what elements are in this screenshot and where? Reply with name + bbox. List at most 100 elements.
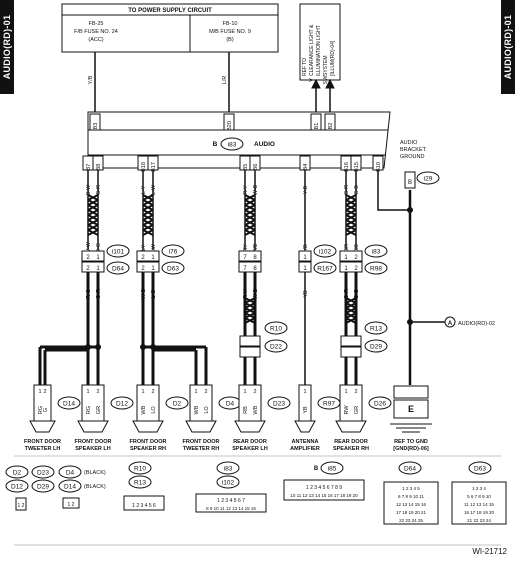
legend-oval-oval [58, 465, 82, 479]
front-lh-splice-b [95, 344, 101, 350]
device-d2-body [132, 420, 164, 433]
legend-oval-oval [320, 461, 344, 475]
channel-5-twist [345, 224, 357, 231]
fuse-fb10-line: M/B FUSE NO. 9 [209, 29, 251, 35]
device-d2-connector-label: D2 [173, 401, 182, 408]
gnd-ref-label: REF TO GND [394, 439, 428, 445]
channel-5-twist-lower [345, 312, 357, 319]
channel-1-wire-color-low: R-G [86, 289, 92, 299]
channel-3-twist [244, 219, 256, 226]
legend-oval-label: D14 [64, 484, 76, 491]
channel-5-twist [345, 214, 357, 221]
legend-oval-oval [31, 479, 55, 493]
channel-5-pin-B16: B16 [344, 162, 350, 172]
illumination-ref-line: REF TO [302, 58, 308, 76]
channel-3-conn-lower-pin: 7 [243, 266, 247, 272]
device-d26-connector-oval [368, 396, 392, 410]
legend-oval-oval [398, 461, 422, 475]
legend-oval-oval [128, 475, 152, 489]
channel-4-conn-upper-pin: 1 [303, 255, 307, 261]
legend-conn-g-pins: 1 2 3 4 [472, 486, 486, 491]
legend-conn-d-pins-bottom: 8 9 10 11 12 13 14 15 16 [206, 506, 256, 511]
audio-top-pin-B3: B3 [93, 123, 99, 130]
legend-conn-f-pins: 17 18 19 20 21 [396, 510, 427, 515]
channel-2-twist [142, 199, 154, 206]
channel-5-wire-color-low: G-B [354, 289, 360, 299]
channel-4-wire-color-low: YB [303, 290, 309, 298]
legend-b-prefix: B [314, 466, 319, 472]
channel-2-twist [142, 214, 154, 221]
device-d2-pin: 1 [141, 389, 144, 395]
rear-rh-connector-d29-label: D29 [370, 344, 382, 351]
fuse-fb25-line: F/B FUSE NO. 24 [74, 29, 118, 35]
device-r97-pin: 1 [303, 389, 306, 395]
channel-5-twist [345, 219, 357, 226]
channel-2-twist [142, 209, 154, 216]
channel-2-connector-a-oval [161, 244, 185, 258]
channel-1-twist [87, 204, 99, 211]
legend-oval-label: i83 [224, 466, 233, 473]
legend-conn-b [62, 497, 80, 509]
channel-5-wire-color-mid: GB [354, 244, 360, 252]
device-d12-body [77, 420, 109, 433]
top-wire-color: SW [323, 75, 329, 85]
channel-1-wire-color-top: B-W [86, 184, 92, 196]
legend-conn-g-pins: 16 17 18 19 20 [464, 510, 495, 515]
channel-5-twist-lower [345, 307, 357, 314]
device-d2-pin: 2 [151, 389, 154, 395]
channel-1-connector-b-label: D64 [112, 266, 124, 273]
legend-conn-g-pins: 5 6 7 8 9 10 [467, 494, 491, 499]
device-d23-connector-oval [267, 396, 291, 410]
device-r97-label: ANTENNA [292, 439, 319, 445]
channel-5-twist [345, 204, 357, 211]
legend-oval-label: D23 [37, 470, 49, 477]
audio-top-pin-box [310, 113, 322, 131]
channel-5-pin-B15: B15 [354, 162, 360, 172]
device-r97-label: AMPLIFIER [290, 446, 320, 452]
channel-4-connector-a-label: i102 [319, 249, 332, 256]
channel-2-twist [142, 194, 154, 201]
device-d23-connector-label: D23 [273, 401, 285, 408]
rear-rh-connector-r13-label: R13 [370, 326, 382, 333]
channel-2-twist [142, 224, 154, 231]
ground-symbol-letter: E [408, 404, 414, 414]
front-lh-splice-a [85, 344, 91, 350]
illumination-ref-line: CLEARANCE LIGHT & [309, 24, 315, 76]
device-d14-pin: 2 [43, 389, 46, 395]
channel-4-conn-lower-pin: 1 [303, 266, 307, 272]
legend-conn-b-pins: 1 2 [68, 502, 75, 508]
channel-1-twist [87, 209, 99, 216]
channel-1-connector-a-label: i101 [112, 249, 125, 256]
channel-4-connector-b-label: R167 [317, 266, 333, 273]
device-d12-label: SPEAKER LH [75, 446, 110, 452]
fuse-fb25-line: FB-25 [89, 21, 104, 27]
rear-rh-inline-upper [340, 335, 362, 347]
channel-5-conn-upper-pin: 1 [344, 255, 348, 261]
device-d26-connector-label: D26 [374, 401, 386, 408]
power-supply-box [61, 3, 279, 53]
channel-5-conn-lower-pin: 2 [354, 266, 358, 272]
audio-top-pin-box [223, 113, 235, 131]
channel-2-twist [142, 229, 154, 236]
device-d4-wire-color: LO [204, 406, 210, 414]
channel-5-wire-color-top: G-R [344, 185, 350, 195]
channel-3-conn-lower [238, 261, 262, 273]
device-d2-label: FRONT DOOR [130, 439, 167, 445]
channel-3-wire-color-low: R-Y [243, 289, 249, 299]
audio-ground-label: AUDIO [400, 140, 418, 146]
device-d4-connector-box [189, 384, 213, 422]
channel-2-wire-color-low: W-B [141, 288, 147, 299]
device-d4-label: FRONT DOOR [183, 439, 220, 445]
device-d2-wire-color: WB [141, 405, 147, 414]
channel-2-conn-lower-pin: 2 [141, 266, 145, 272]
ground-connector-i29-oval [416, 171, 440, 185]
device-d14-wire-color: G [43, 408, 49, 412]
channel-3-conn-upper-pin: 7 [243, 255, 247, 261]
fuse-fb25-line: (ACC) [88, 37, 103, 43]
audio-unit-connector-oval [220, 137, 244, 151]
rear-lh-connector-r10-oval [264, 321, 288, 335]
channel-3-twist [244, 199, 256, 206]
device-d23-pin: 2 [253, 389, 256, 395]
device-d4-pin: 2 [204, 389, 207, 395]
